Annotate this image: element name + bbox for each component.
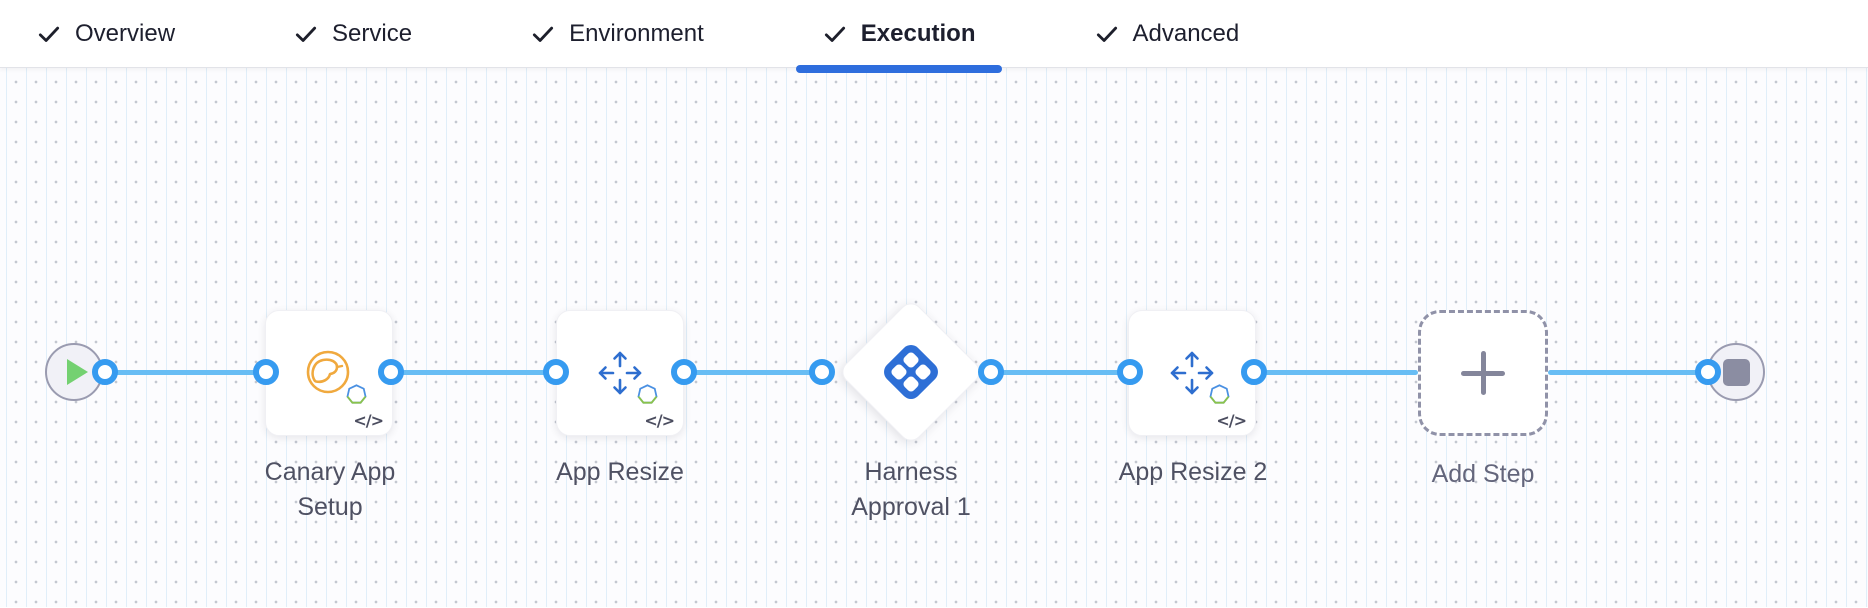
check-icon	[38, 26, 60, 42]
add-step-button[interactable]	[1418, 310, 1548, 436]
connector-port[interactable]	[253, 359, 279, 385]
node-label-add-step: Add Step	[1431, 460, 1535, 488]
config-tab-bar: Overview Service Environment Execution A…	[0, 0, 1868, 73]
tab-service[interactable]: Service	[265, 0, 440, 68]
play-icon	[66, 359, 88, 385]
pipeline-end-node[interactable]	[1707, 343, 1765, 401]
edge-line	[391, 370, 556, 375]
tab-advanced[interactable]: Advanced	[1066, 0, 1268, 68]
connector-port[interactable]	[978, 359, 1004, 385]
tab-label: Advanced	[1132, 19, 1240, 47]
check-icon	[824, 26, 845, 42]
step-node-app-resize-2[interactable]: </>	[1128, 310, 1256, 436]
step-node-canary-app-setup[interactable]: </>	[265, 310, 393, 436]
resize-arrows-icon	[598, 351, 642, 395]
connector-port[interactable]	[809, 359, 835, 385]
edge-line	[991, 370, 1130, 375]
edge-line	[1548, 370, 1708, 375]
check-icon	[1096, 26, 1117, 42]
connector-port[interactable]	[671, 359, 697, 385]
tab-overview[interactable]: Overview	[8, 0, 203, 68]
kubernetes-icon	[637, 384, 658, 404]
pipeline-canvas[interactable]: </> </>	[0, 68, 1868, 607]
check-icon	[532, 26, 554, 42]
tab-environment[interactable]: Environment	[502, 0, 732, 68]
code-glyph: </>	[353, 411, 384, 430]
tab-label: Overview	[75, 19, 176, 47]
step-node-app-resize[interactable]: </>	[556, 310, 684, 436]
check-icon	[295, 26, 317, 42]
canary-icon	[306, 350, 350, 394]
connector-port[interactable]	[1695, 359, 1721, 385]
connector-port[interactable]	[1117, 359, 1143, 385]
node-label-harness-approval-1: Harness Approval 1	[851, 458, 971, 521]
node-label-app-resize: App Resize	[556, 458, 684, 486]
kubernetes-icon	[1209, 384, 1230, 404]
node-label-canary-app-setup: Canary App Setup	[264, 458, 396, 521]
code-glyph: </>	[1216, 411, 1247, 430]
tab-execution[interactable]: Execution	[794, 0, 1004, 73]
connector-port[interactable]	[543, 359, 569, 385]
node-label-app-resize-2: App Resize 2	[1118, 458, 1268, 486]
tab-label: Environment	[569, 19, 704, 47]
connector-port[interactable]	[92, 359, 118, 385]
edge-line	[1254, 370, 1418, 375]
kubernetes-icon	[346, 384, 367, 404]
edge-line	[105, 370, 266, 375]
tab-label: Service	[332, 19, 413, 47]
plus-icon	[1461, 351, 1505, 395]
stop-icon	[1722, 358, 1750, 386]
tab-label: Execution	[860, 19, 976, 47]
active-tab-underline	[795, 64, 1002, 73]
code-glyph: </>	[644, 411, 675, 430]
edge-line	[684, 370, 822, 375]
connector-port[interactable]	[1241, 359, 1267, 385]
resize-arrows-icon	[1170, 351, 1214, 395]
connector-port[interactable]	[378, 359, 404, 385]
harness-approval-icon[interactable]	[879, 340, 943, 404]
